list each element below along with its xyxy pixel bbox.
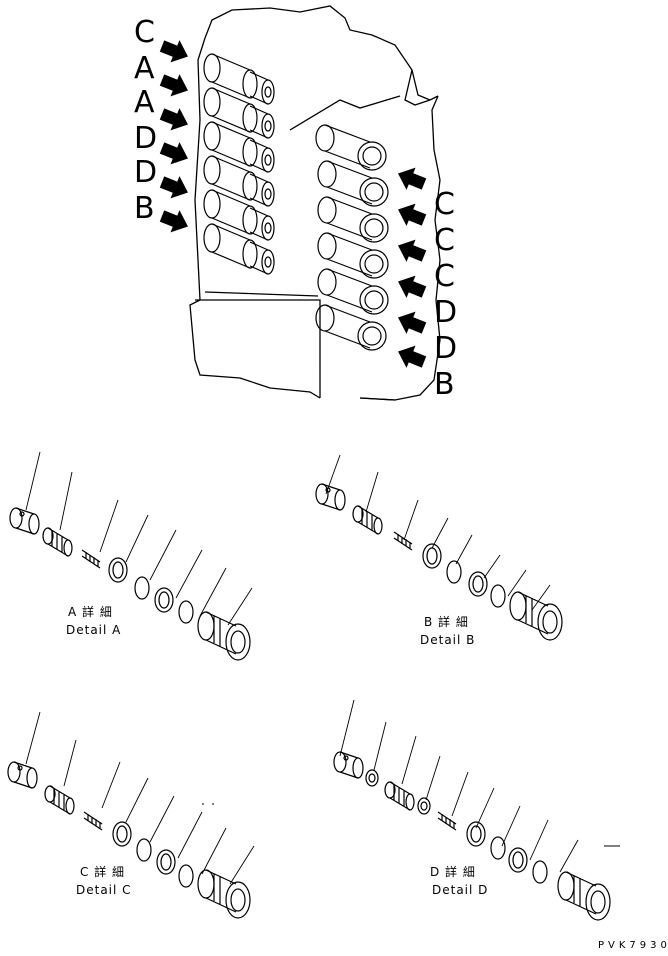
left-spool-1 [203, 53, 275, 105]
left-spool-stack [203, 53, 275, 275]
left-label: B [134, 191, 155, 226]
valve-block [189, 5, 441, 401]
right-cap-6 [315, 304, 387, 351]
right-label: B [434, 367, 455, 402]
arrow-icon [393, 270, 429, 304]
right-label: D [434, 295, 457, 330]
left-arrows [157, 34, 193, 238]
detail-d-en: Detail D [432, 883, 488, 897]
arrow-icon [157, 102, 193, 136]
detail-c [7, 711, 255, 919]
left-spool-3 [203, 121, 275, 173]
arrow-icon [393, 198, 429, 232]
left-label: D [134, 155, 157, 190]
detail-b-jp: B 詳 細 [424, 614, 469, 629]
detail-a [9, 451, 253, 661]
right-label: C [434, 259, 455, 294]
left-spool-4 [203, 155, 275, 207]
right-cap-stack [315, 124, 389, 351]
left-labels: C A A D D B [134, 15, 157, 226]
detail-a-jp: A 詳 細 [68, 604, 113, 619]
arrow-icon [157, 136, 193, 170]
right-label: C [434, 223, 455, 258]
arrow-icon [393, 162, 429, 196]
right-label: D [434, 331, 457, 366]
left-spool-5 [203, 189, 275, 241]
left-spool-6 [203, 223, 275, 275]
detail-b [315, 454, 563, 641]
left-spool-2 [203, 87, 275, 139]
detail-c-jp: C 詳 細 [80, 864, 125, 879]
right-cap-1 [315, 124, 387, 171]
right-cap-2 [317, 160, 389, 207]
right-cap-4 [317, 232, 389, 279]
arrow-icon [157, 204, 193, 238]
detail-a-en: Detail A [66, 623, 121, 637]
right-cap-5 [317, 268, 389, 315]
right-label: C [434, 187, 455, 222]
arrow-icon [157, 34, 193, 68]
right-cap-3 [317, 196, 389, 243]
left-label: C [134, 15, 155, 50]
arrow-icon [157, 170, 193, 204]
arrow-icon [157, 68, 193, 102]
detail-d-jp: D 詳 細 [430, 864, 476, 879]
arrow-icon [393, 306, 429, 340]
detail-d [333, 699, 620, 921]
detail-c-en: Detail C [76, 883, 132, 897]
arrow-icon [393, 340, 429, 374]
drawing-code: PVK7930 [598, 940, 668, 951]
right-labels: C C C D D B [434, 187, 457, 402]
left-label: A [134, 51, 155, 86]
left-label: D [134, 121, 157, 156]
detail-b-en: Detail B [420, 633, 475, 647]
arrow-icon [393, 234, 429, 268]
left-label: A [134, 85, 155, 120]
right-arrows [393, 162, 429, 374]
